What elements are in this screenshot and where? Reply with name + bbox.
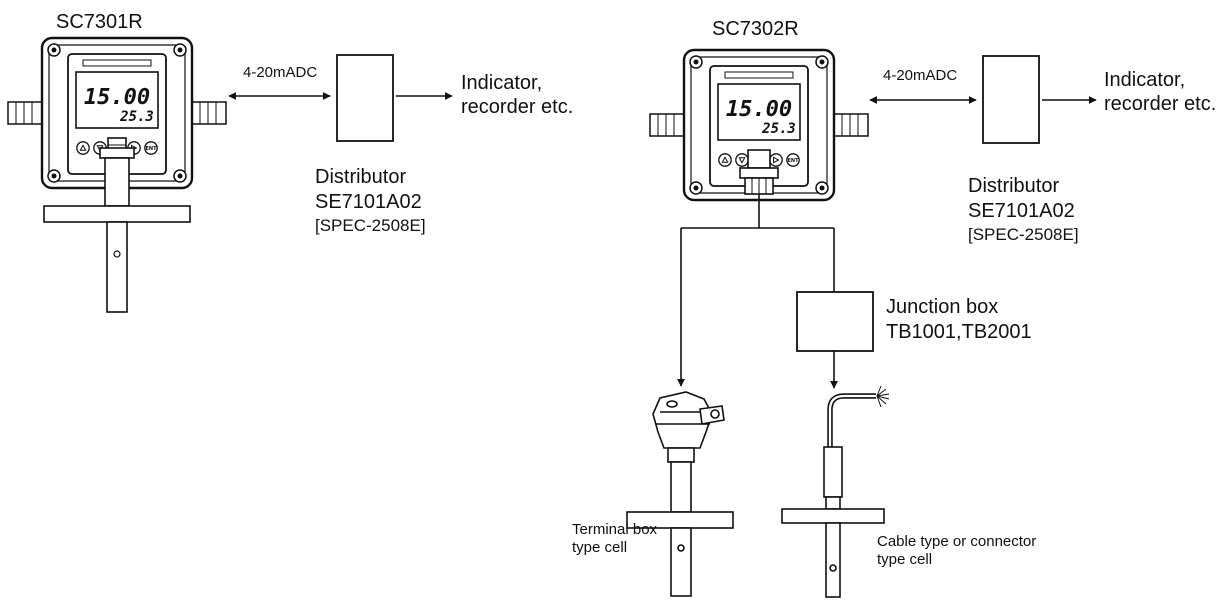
right-output-line2: recorder etc. <box>1104 92 1217 115</box>
right-output-label: Indicator, recorder etc. <box>1104 69 1216 116</box>
left-signal-label: 4-20mADC <box>243 64 318 81</box>
wiring-lines <box>677 194 838 389</box>
cable-type-cell-line2: type cell <box>877 550 933 568</box>
right-distributor-spec: [SPEC-2508E] <box>968 225 1079 244</box>
left-display-sub: 25.3 <box>119 109 154 125</box>
terminal-box-cell <box>626 391 734 597</box>
left-output-line2: recorder etc. <box>461 95 574 118</box>
left-output-line1: Indicator, <box>461 72 543 94</box>
left-distributor-spec: [SPEC-2508E] <box>315 216 426 235</box>
right-output-line1: Indicator, <box>1104 69 1186 91</box>
right-display-sub: 25.3 <box>761 121 796 137</box>
cable-type-cell-line1: Cable type or connector <box>877 533 1037 550</box>
right-signal-label: 4-20mADC <box>883 67 958 84</box>
left-sensor-cell <box>43 137 191 313</box>
right-distributor-title: Distributor <box>968 175 1060 197</box>
junction-box-models: TB1001,TB2001 <box>886 321 1032 343</box>
cable-type-cell-label: Cable type or connector type cell <box>877 533 1036 568</box>
terminal-box-cell-line2: type cell <box>572 538 628 556</box>
right-distributor-model: SE7101A02 <box>968 200 1075 222</box>
junction-box-title: Junction box <box>886 296 999 318</box>
left-display-main: 15.00 <box>84 85 150 110</box>
left-distributor-box <box>336 54 394 142</box>
left-output-label: Indicator, recorder etc. <box>461 72 573 119</box>
left-distributor-title: Distributor <box>315 166 407 188</box>
right-distributor-box <box>982 55 1040 144</box>
left-model-label: SC7301R <box>56 11 143 33</box>
right-display-main: 15.00 <box>726 97 792 122</box>
right-converter-unit: 15.00 25.3 <box>648 48 870 202</box>
terminal-box-cell-line1: Terminal box <box>572 521 658 538</box>
left-converter-unit: 15.00 25.3 <box>6 36 228 190</box>
left-distributor-model: SE7101A02 <box>315 191 422 213</box>
right-cable-gland <box>739 149 779 195</box>
right-model-label: SC7302R <box>712 18 799 40</box>
cable-type-cell <box>781 385 890 598</box>
junction-box <box>796 291 874 352</box>
terminal-box-cell-label: Terminal box type cell <box>572 521 657 556</box>
